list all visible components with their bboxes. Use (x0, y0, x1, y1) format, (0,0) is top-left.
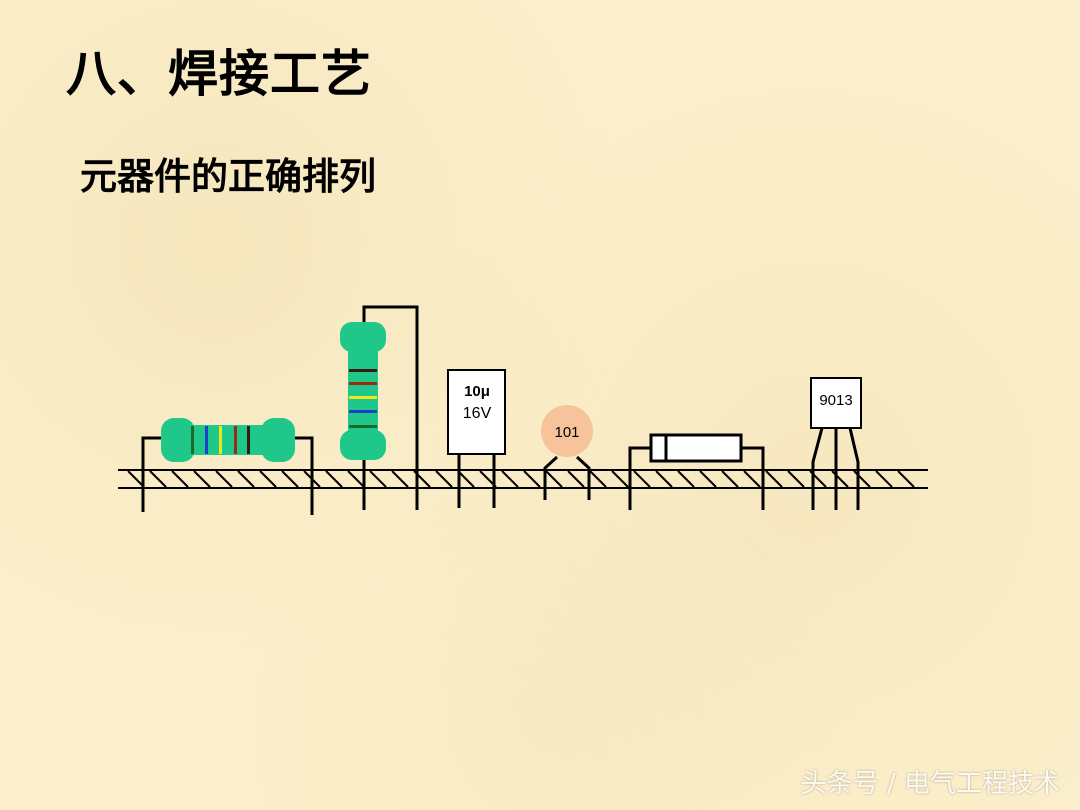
hatch-line (765, 470, 783, 488)
hatch-line (369, 470, 387, 488)
hatch-line (677, 470, 695, 488)
resistor-band (349, 425, 377, 428)
slide-title: 八、焊接工艺 (66, 45, 372, 103)
ceramic-capacitor: 101 (541, 405, 593, 500)
hatch-line (655, 470, 673, 488)
resistor-band (349, 396, 377, 399)
transistor: 9013 (810, 377, 862, 510)
hatch-line (347, 470, 365, 488)
transistor-label: 9013 (819, 392, 852, 409)
hatch-line (215, 470, 233, 488)
hatch-line (325, 470, 343, 488)
pcb-hatching (127, 470, 915, 488)
resistor-band (349, 369, 377, 372)
horizontal-resistor (141, 418, 314, 515)
hatch-line (721, 470, 739, 488)
hatch-line (171, 470, 189, 488)
hatch-line (567, 470, 585, 488)
resistor-band (205, 426, 208, 454)
resistor-band (247, 426, 250, 454)
hatch-line (259, 470, 277, 488)
hatch-line (501, 470, 519, 488)
hatch-line (457, 470, 475, 488)
watermark: 头条号 / 电气工程技术 (800, 769, 1060, 799)
hatch-line (237, 470, 255, 488)
vertical-resistor (340, 305, 419, 510)
resistor-band (349, 382, 377, 385)
hatch-line (589, 470, 607, 488)
hatch-line (875, 470, 893, 488)
hatch-line (831, 470, 849, 488)
hatch-line (897, 470, 915, 488)
resistor-band (219, 426, 222, 454)
hatch-line (787, 470, 805, 488)
slide-subtitle: 元器件的正确排列 (80, 155, 376, 198)
hatch-line (523, 470, 541, 488)
hatch-line (699, 470, 717, 488)
hatch-line (435, 470, 453, 488)
hatch-line (391, 470, 409, 488)
hatch-line (853, 470, 871, 488)
capacitor-voltage-label: 16V (463, 405, 492, 422)
diode (628, 433, 765, 510)
ceramic-capacitor-label: 101 (554, 424, 579, 441)
hatch-line (545, 470, 563, 488)
pcb-board (118, 469, 928, 489)
hatch-line (281, 470, 299, 488)
hatch-line (193, 470, 211, 488)
resistor-band (191, 426, 194, 454)
hatch-line (127, 470, 145, 488)
hatch-line (743, 470, 761, 488)
capacitor-value-label: 10μ (464, 383, 490, 400)
hatch-line (611, 470, 629, 488)
hatch-line (633, 470, 651, 488)
resistor-band (349, 410, 377, 413)
hatch-line (149, 470, 167, 488)
resistor-band (234, 426, 237, 454)
electrolytic-capacitor: 10μ 16V (447, 369, 506, 508)
